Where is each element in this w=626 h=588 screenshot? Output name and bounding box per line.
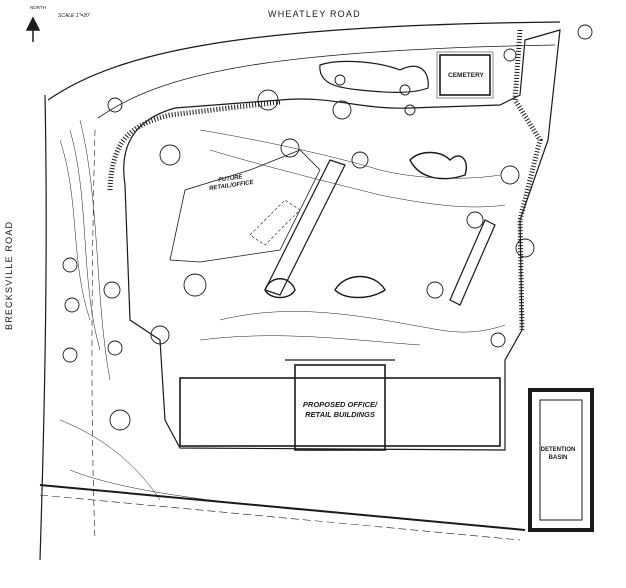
proposed-building [179, 377, 501, 447]
landscape-berm-east [512, 29, 543, 331]
future-building [169, 149, 321, 263]
parking-island-1 [264, 159, 346, 296]
wheatley-road-label: WHEATLEY ROAD [268, 9, 361, 19]
building-label: PROPOSED OFFICE/ RETAIL BUILDINGS [302, 400, 378, 419]
landscape-feature [319, 60, 429, 93]
cemetery-label: CEMETERY [448, 72, 484, 79]
brecksville-road-edge [39, 94, 47, 561]
brecksville-road-edge-inner [91, 129, 96, 541]
landscape-berm-north [107, 99, 281, 191]
wheatley-road-edge [47, 21, 561, 101]
site-perimeter [123, 29, 561, 451]
parking-island-2 [449, 219, 496, 306]
north-label: NORTH [30, 5, 46, 10]
scale-label: SCALE 1"=20' [58, 13, 90, 19]
cemetery-plot [439, 54, 491, 96]
south-setback-line [39, 494, 521, 541]
detention-basin [528, 388, 594, 532]
detention-basin-label: DETENTION BASIN [540, 447, 576, 461]
wheatley-road-edge-inner [97, 44, 556, 119]
south-property-line [39, 484, 526, 531]
brecksville-road-label: BRECKSVILLE ROAD [4, 220, 14, 330]
